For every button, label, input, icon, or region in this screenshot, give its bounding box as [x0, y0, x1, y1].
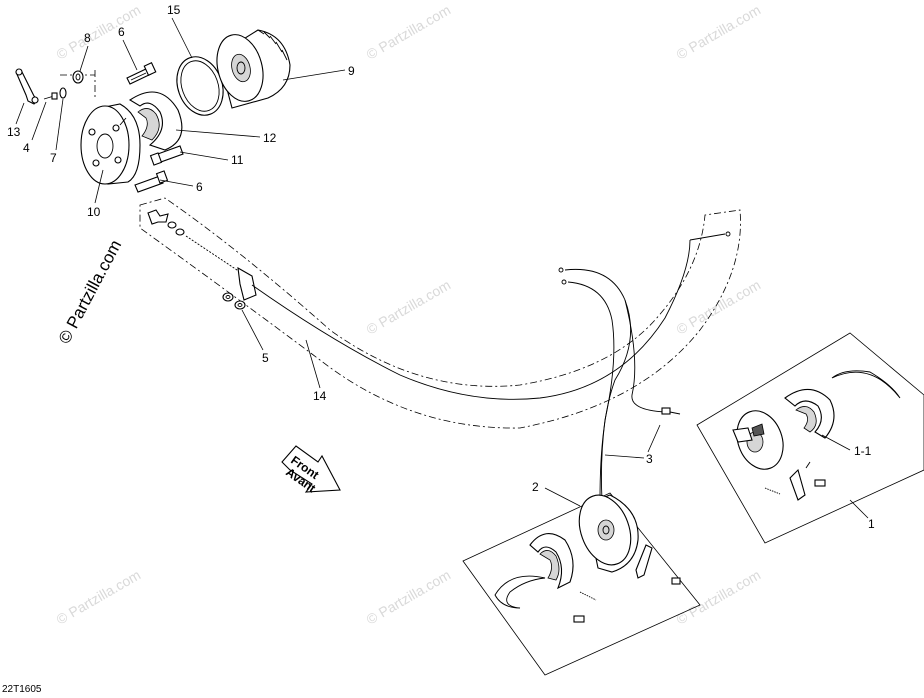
- bolt-part-6-lower: [134, 170, 169, 193]
- stud-part-11: [149, 145, 184, 166]
- callout-8: 8: [84, 31, 91, 45]
- hub-assembly: 8 6 15 9 12 11 6 10 13 4 7: [7, 3, 355, 219]
- bolt-part-6-upper: [126, 62, 157, 85]
- backing-plate-kit-1: [732, 410, 784, 470]
- callout-13: 13: [7, 125, 21, 139]
- cable-part-14: 5 14: [139, 197, 741, 429]
- callout-6-lower: 6: [196, 180, 203, 194]
- backing-plate-part-10: [80, 103, 141, 185]
- callout-6-upper: 6: [118, 25, 125, 39]
- watermark-text: © Partzilla.com: [364, 567, 454, 628]
- watermark-text: © Partzilla.com: [674, 277, 764, 338]
- clip-part-7: [59, 87, 67, 99]
- watermark-text: © Partzilla.com: [364, 277, 454, 338]
- drum-part-2: [578, 494, 639, 573]
- watermark-text: © Partzilla.com: [674, 2, 764, 63]
- shoe-part-2: [529, 533, 574, 590]
- drum-part-9: [216, 29, 291, 109]
- front-arrow: Front Avant: [281, 445, 341, 495]
- wing-nut: [147, 209, 185, 236]
- ring-part-15: [176, 56, 224, 116]
- callout-15: 15: [167, 3, 181, 17]
- callout-1-1: 1-1: [854, 444, 872, 458]
- lever-part-13: [15, 68, 39, 105]
- callout-2: 2: [532, 480, 539, 494]
- callout-7: 7: [50, 151, 57, 165]
- callout-1: 1: [868, 517, 875, 531]
- cable-part-3: 3: [558, 267, 681, 501]
- nut-part-8: [72, 70, 84, 84]
- watermark-text: © Partzilla.com: [364, 2, 454, 63]
- watermark-main: © Partzilla.com: [55, 237, 126, 347]
- shoe-part-12: [128, 91, 183, 151]
- callout-14: 14: [313, 389, 327, 403]
- shoe-part-1-1: [784, 388, 835, 439]
- nut-part-5: [222, 292, 246, 310]
- watermark-text: © Partzilla.com: [54, 567, 144, 628]
- diagram-code: 22T1605: [2, 684, 42, 695]
- callout-4: 4: [23, 141, 30, 155]
- watermark-text: © Partzilla.com: [674, 567, 764, 628]
- callout-5: 5: [262, 351, 269, 365]
- bolt-part-4: [43, 92, 58, 100]
- callout-10: 10: [87, 205, 101, 219]
- callout-11: 11: [231, 153, 244, 167]
- brake-kit-1: 1-1 1: [696, 332, 924, 544]
- brake-kit-2: 2: [462, 480, 701, 676]
- callout-3: 3: [646, 452, 653, 466]
- callout-9: 9: [348, 64, 355, 78]
- callout-12: 12: [263, 131, 277, 145]
- watermark-text: © Partzilla.com: [54, 2, 144, 63]
